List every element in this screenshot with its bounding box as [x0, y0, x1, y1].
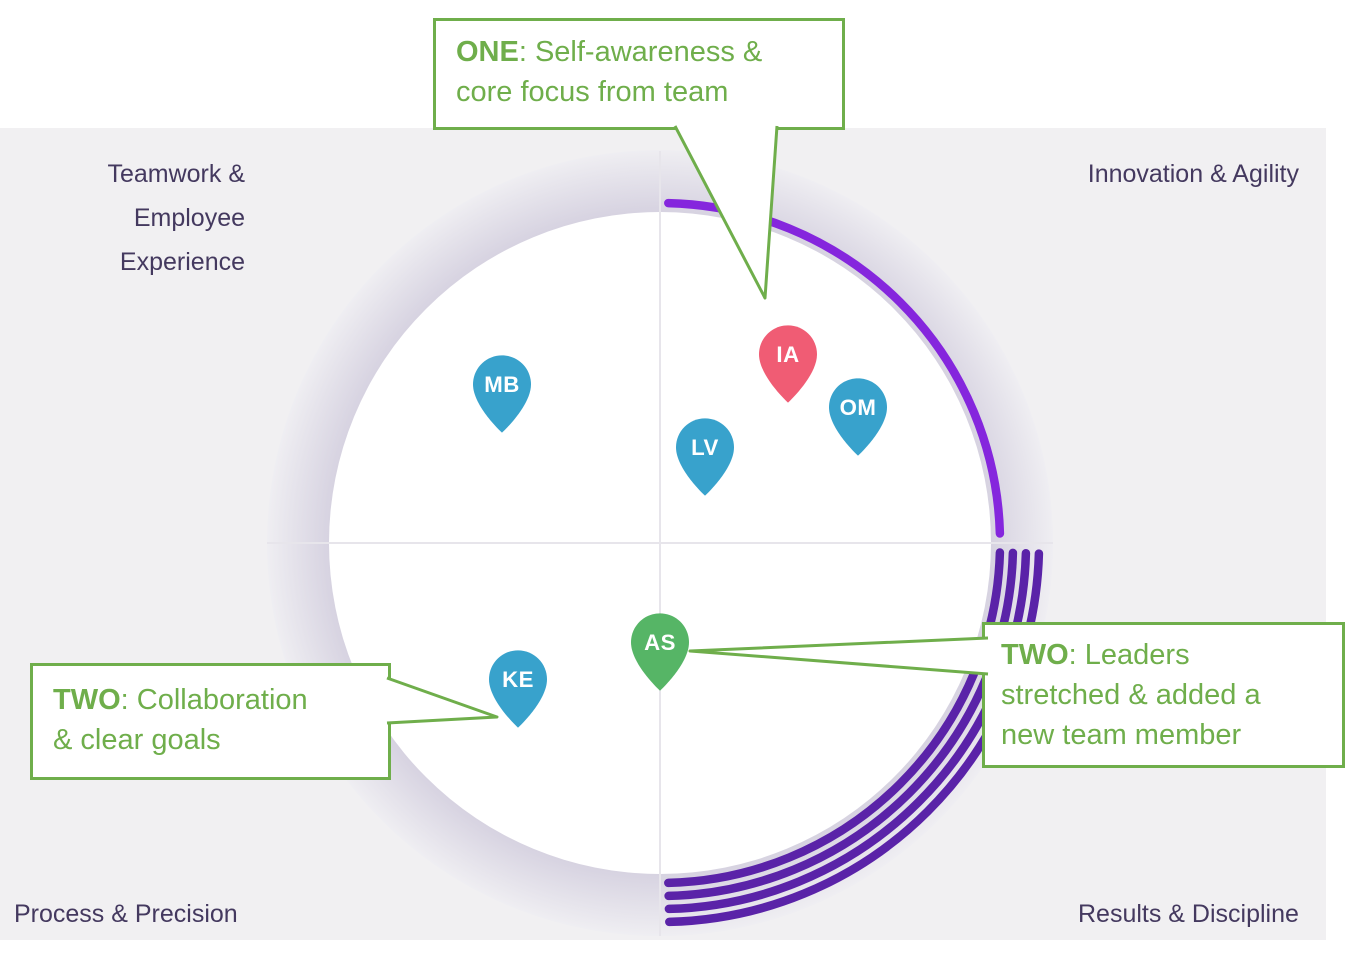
callout-text: stretched & added a: [1001, 679, 1261, 711]
pin-initials: LV: [691, 435, 719, 460]
callout-text: : Self-awareness &: [518, 36, 763, 68]
quadrant-label-innovation-agility: Innovation & Agility: [1077, 152, 1299, 196]
pin-shape: [829, 378, 887, 456]
callout-text: core focus from team: [456, 76, 729, 108]
callout-keyword: TWO: [1001, 639, 1069, 671]
callout-line: TWO: Leaders: [1001, 635, 1326, 675]
quadrant-label-line: Results & Discipline: [1078, 900, 1299, 928]
callout-text: : Leaders: [1068, 639, 1190, 671]
callout-text: : Collaboration: [120, 684, 308, 716]
quadrant-label-results-discipline: Results & Discipline: [1078, 892, 1299, 936]
callout-line: ONE: Self-awareness &: [456, 32, 822, 72]
quadrant-label-teamwork-employee-experience: Teamwork & Employee Experience: [0, 152, 245, 284]
pin-initials: MB: [484, 372, 520, 397]
callout-text: new team member: [1001, 719, 1242, 751]
pin-OM[interactable]: OM: [829, 378, 887, 456]
quadrant-label-line: Innovation & Agility: [1087, 160, 1299, 188]
callout-text: & clear goals: [53, 724, 221, 756]
callout-keyword: TWO: [53, 684, 121, 716]
quadrant-label-process-precision: Process & Precision: [14, 892, 238, 936]
quadrant-label-line: Experience: [119, 248, 245, 276]
pin-KE[interactable]: KE: [489, 650, 547, 728]
pin-shape: [631, 613, 689, 691]
pin-LV[interactable]: LV: [676, 418, 734, 496]
pin-shape: [676, 418, 734, 496]
callout-one: ONE: Self-awareness & core focus from te…: [433, 18, 845, 130]
pin-shape: [473, 355, 531, 433]
callout-line: TWO: Collaboration: [53, 680, 368, 720]
pin-shape: [489, 650, 547, 728]
quadrant-label-line: Teamwork &: [107, 160, 245, 188]
pin-AS[interactable]: AS: [631, 613, 689, 691]
pin-initials: IA: [776, 342, 799, 367]
callout-two-right: TWO: Leaders stretched & added a new tea…: [982, 622, 1345, 768]
pin-initials: OM: [840, 395, 877, 420]
pin-MB[interactable]: MB: [473, 355, 531, 433]
callout-two-left: TWO: Collaboration & clear goals: [30, 663, 391, 780]
quadrant-label-line: Employee: [133, 204, 245, 232]
quadrant-label-line: Process & Precision: [14, 900, 238, 928]
pin-IA[interactable]: IA: [759, 325, 817, 403]
callout-keyword: ONE: [456, 36, 519, 68]
pin-initials: AS: [644, 630, 676, 655]
pin-shape: [759, 325, 817, 403]
pin-initials: KE: [502, 667, 534, 692]
